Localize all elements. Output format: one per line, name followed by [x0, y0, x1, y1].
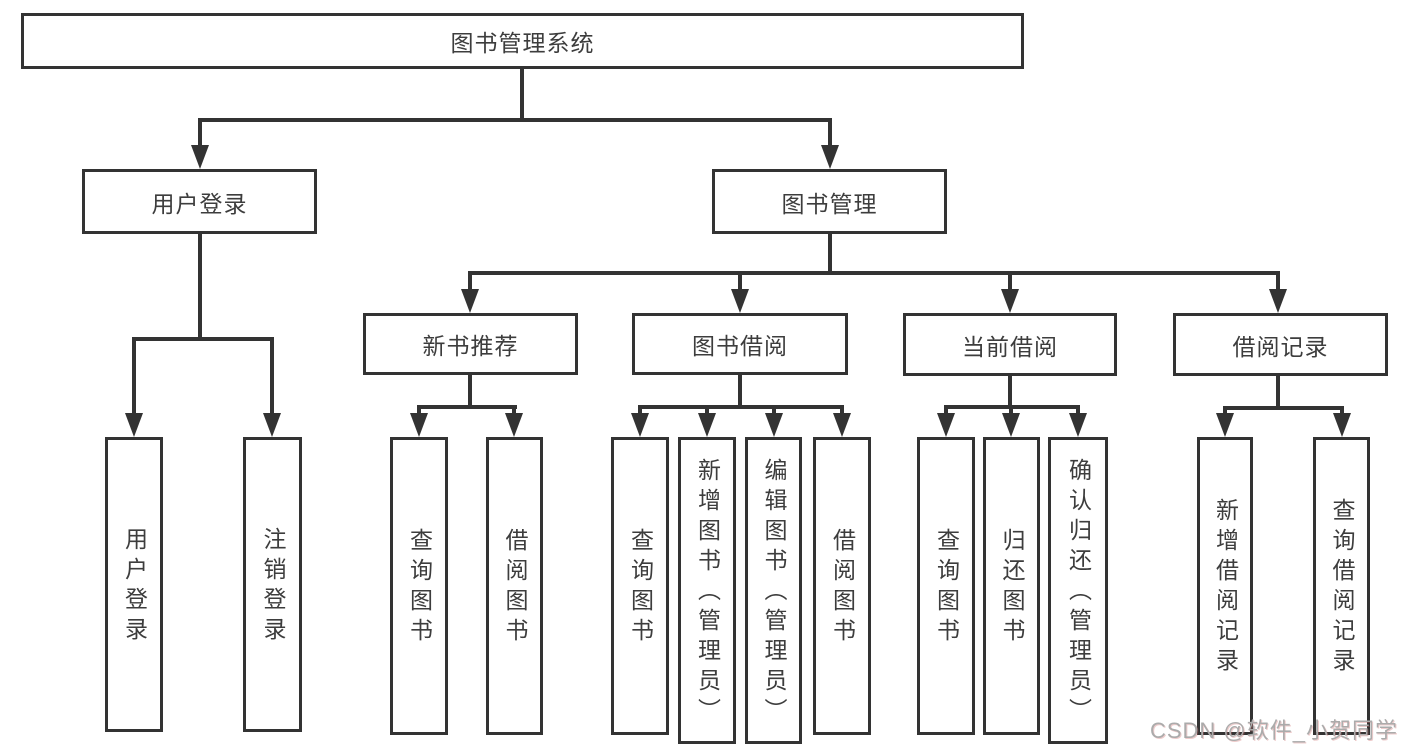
connector-borrowing-stem [738, 375, 742, 409]
arrow-down-icon [821, 145, 839, 169]
arrow-down-icon [698, 413, 716, 437]
connector-level2-rail [198, 118, 832, 122]
arrow-down-icon [833, 413, 851, 437]
connector-root-stem [520, 69, 524, 122]
connector-shaft [1076, 407, 1080, 417]
node-user-login: 用户登录 [82, 169, 317, 234]
leaf-query-book-current: 查询图书 [917, 437, 975, 735]
connector-shaft-book-mgmt [828, 120, 832, 150]
arrow-down-icon [731, 289, 749, 313]
node-borrow-records: 借阅记录 [1173, 313, 1388, 376]
connector-shaft [1223, 408, 1227, 417]
leaf-query-book-recommend: 查询图书 [390, 437, 448, 735]
connector-shaft [1009, 407, 1013, 417]
connector-shaft-new-rec [468, 275, 472, 293]
leaf-logout: 注销登录 [243, 437, 302, 732]
connector-login-stem [198, 234, 202, 341]
arrow-down-icon [263, 413, 281, 437]
connector-shaft [705, 407, 709, 417]
arrow-down-icon [1002, 413, 1020, 437]
connector-bookmgmt-stem [828, 234, 832, 275]
arrow-down-icon [765, 413, 783, 437]
csdn-watermark: CSDN @软件_小贺同学 [1149, 718, 1398, 743]
leaf-query-book-borrowing: 查询图书 [611, 437, 669, 735]
arrow-down-icon [937, 413, 955, 437]
leaf-borrow-book-recommend: 借阅图书 [486, 437, 543, 735]
connector-shaft-user-login [198, 120, 202, 150]
arrow-down-icon [125, 413, 143, 437]
connector-shaft [417, 407, 421, 417]
leaf-query-borrow-record: 查询借阅记录 [1313, 437, 1370, 735]
connector-shaft-borrowing [738, 275, 742, 293]
connector-shaft [840, 407, 844, 417]
connector-records-rail [1223, 406, 1344, 410]
connector-shaft [944, 407, 948, 417]
node-current-borrowing: 当前借阅 [903, 313, 1117, 376]
leaf-return-book: 归还图书 [983, 437, 1040, 735]
connector-shaft-current [1008, 275, 1012, 293]
arrow-down-icon [505, 413, 523, 437]
connector-shaft-leaf-logout [270, 341, 274, 417]
connector-login-rail [132, 337, 274, 341]
connector-records-stem [1276, 376, 1280, 409]
arrow-down-icon [1269, 289, 1287, 313]
leaf-borrow-book: 借阅图书 [813, 437, 871, 735]
arrow-down-icon [410, 413, 428, 437]
node-book-management: 图书管理 [712, 169, 947, 234]
leaf-add-book-admin: 新增图书（管理员） [678, 437, 736, 744]
connector-newrec-rail [417, 405, 517, 409]
arrow-down-icon [1069, 413, 1087, 437]
arrow-down-icon [191, 145, 209, 169]
connector-level3-rail [468, 271, 1280, 275]
node-library-management-system: 图书管理系统 [21, 13, 1024, 69]
leaf-edit-book-admin: 编辑图书（管理员） [745, 437, 802, 744]
connector-shaft [1340, 408, 1344, 417]
arrow-down-icon [1216, 413, 1234, 437]
leaf-add-borrow-record: 新增借阅记录 [1197, 437, 1253, 735]
connector-current-stem [1008, 376, 1012, 409]
connector-shaft-records [1276, 275, 1280, 293]
arrow-down-icon [461, 289, 479, 313]
leaf-confirm-return-admin: 确认归还（管理员） [1048, 437, 1108, 744]
connector-shaft [512, 407, 516, 417]
arrow-down-icon [1001, 289, 1019, 313]
arrow-down-icon [631, 413, 649, 437]
leaf-user-login: 用户登录 [105, 437, 163, 732]
connector-shaft [772, 407, 776, 417]
connector-shaft [638, 407, 642, 417]
connector-shaft-leaf-login [132, 341, 136, 417]
connector-newrec-stem [468, 375, 472, 409]
arrow-down-icon [1333, 413, 1351, 437]
node-new-book-recommend: 新书推荐 [363, 313, 578, 375]
connector-borrowing-rail [638, 405, 844, 409]
node-book-borrowing: 图书借阅 [632, 313, 848, 375]
